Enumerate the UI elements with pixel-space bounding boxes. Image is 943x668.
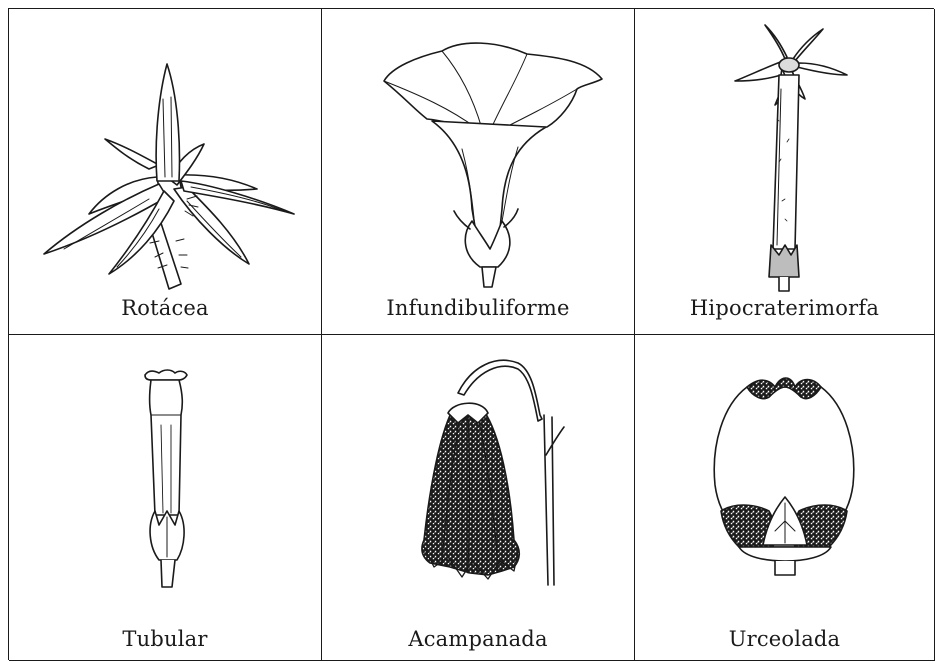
shape-label: Hipocraterimorfa: [635, 282, 934, 334]
cell-hipocraterimorfa: Hipocraterimorfa: [635, 9, 935, 335]
cell-urceolada: Urceolada: [635, 335, 935, 661]
cell-infundibuliforme: Infundibuliforme: [322, 9, 635, 335]
shape-label: Infundibuliforme: [322, 282, 634, 334]
shape-label: Rotácea: [9, 282, 321, 334]
cell-acampanada: Acampanada: [322, 335, 635, 661]
cell-rotacea: Rotácea: [9, 9, 322, 335]
shape-label: Acampanada: [322, 604, 634, 660]
cell-tubular: Tubular: [9, 335, 322, 661]
flower-shapes-grid: Rotácea Infundibuliforme: [8, 8, 934, 660]
shape-label: Urceolada: [635, 604, 934, 660]
shape-label: Tubular: [9, 604, 321, 660]
